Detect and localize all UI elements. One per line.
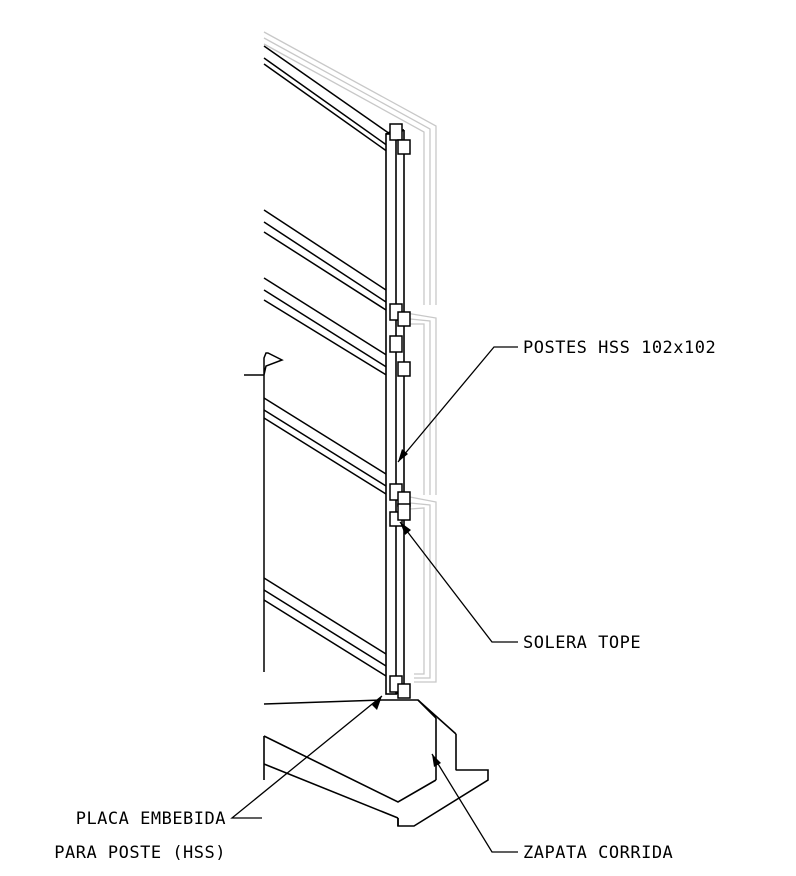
label-zapata: ZAPATA CORRIDA <box>523 843 673 863</box>
break-line <box>244 352 284 672</box>
solera-blocks <box>389 123 411 699</box>
leader-solera <box>399 521 518 643</box>
leader-postes <box>397 346 518 463</box>
arrowhead-postes <box>398 449 408 462</box>
arrowhead-placa <box>372 696 382 710</box>
ghost-panels <box>263 31 437 683</box>
arrowheads <box>372 449 441 767</box>
label-postes: POSTES HSS 102x102 <box>523 338 716 358</box>
leader-placa <box>230 695 383 819</box>
continuous-footing <box>263 699 489 827</box>
wall-panels <box>263 45 391 677</box>
leader-lines <box>230 346 518 853</box>
arrowhead-solera <box>400 522 411 535</box>
label-placa-line1: PLACA EMBEBIDA <box>76 809 226 829</box>
leader-zapata <box>431 753 518 853</box>
arrowhead-zapata <box>432 754 441 767</box>
label-placa-line2: PARA POSTE (HSS) <box>54 843 226 863</box>
label-solera: SOLERA TOPE <box>523 633 641 653</box>
hss-posts <box>385 129 405 695</box>
